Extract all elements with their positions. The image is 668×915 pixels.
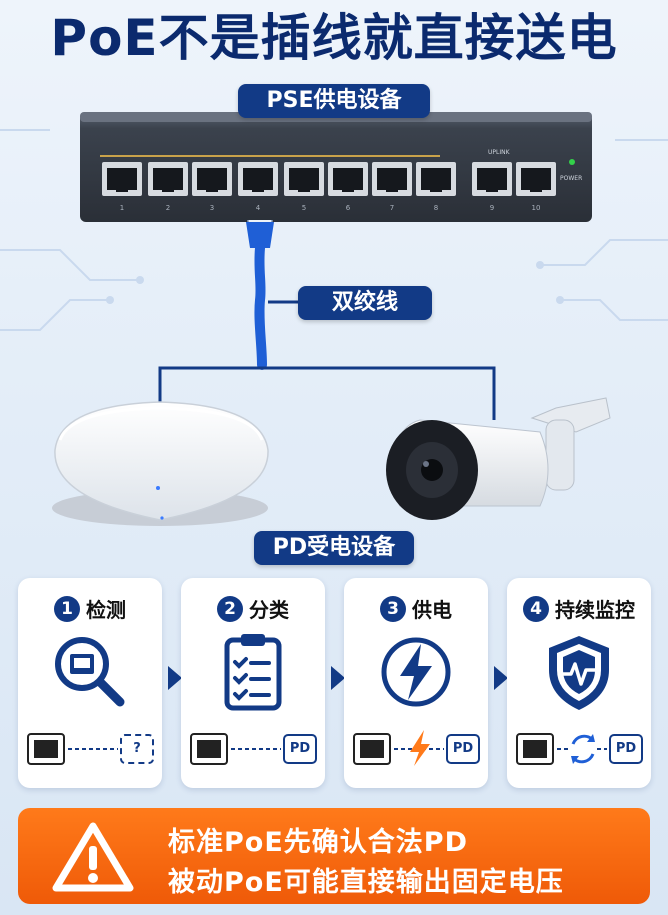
step-number: 2 [217, 595, 243, 622]
cable-label: 双绞线 [298, 286, 432, 320]
switch-port: 10 [516, 162, 556, 212]
arrow-right-icon [168, 666, 182, 690]
poe-switch: 1 2 3 4 5 6 7 8 9 10 UPLINK POWER [80, 104, 592, 228]
step-foot: ? [18, 728, 162, 768]
switch-port: 3 [192, 162, 232, 212]
magnifier-port-icon [18, 630, 162, 714]
switch-port: 2 [148, 162, 188, 212]
switch-port: 4 [238, 162, 278, 212]
port-number: 9 [490, 204, 494, 212]
power-label: POWER [560, 175, 582, 182]
port-number: 4 [256, 204, 261, 212]
port-number: 2 [166, 204, 170, 212]
port-number: 6 [346, 204, 351, 212]
port-number: 8 [434, 204, 438, 212]
page-title: PoE不是插线就直接送电 [50, 9, 618, 67]
access-point [52, 401, 269, 526]
port-number: 1 [120, 204, 124, 212]
switch-port: 8 [416, 162, 456, 212]
shield-pulse-icon [507, 630, 651, 714]
step-foot: PD [507, 728, 651, 768]
pd-badge: PD [446, 734, 480, 764]
step-foot: PD [181, 728, 325, 768]
port-number: 7 [390, 204, 394, 212]
uplink-label: UPLINK [488, 149, 511, 156]
pd-placeholder: ? [120, 734, 154, 764]
arrow-right-icon [494, 666, 508, 690]
ethernet-cable [246, 220, 274, 370]
pd-badge: PD [609, 734, 643, 764]
switch-port: 7 [372, 162, 412, 212]
step-label: 检测 [86, 598, 126, 622]
pd-badge: PD [283, 734, 317, 764]
port-number: 3 [210, 204, 214, 212]
switch-port: 1 [102, 162, 142, 212]
port-number: 10 [532, 204, 541, 212]
switch-port: 5 [284, 162, 324, 212]
warning-icon [52, 822, 134, 892]
arrow-right-icon [331, 666, 345, 690]
banner-line-2: 被动PoE可能直接输出固定电压 [168, 867, 564, 898]
devices-diagram [52, 220, 611, 526]
step-number: 1 [54, 595, 80, 622]
pse-label: PSE供电设备 [238, 84, 430, 118]
switch-port: 6 [328, 162, 368, 212]
step-foot: PD [344, 728, 488, 768]
lightning-icon [344, 630, 488, 714]
step-number: 3 [380, 595, 406, 622]
switch-port: 9 [472, 162, 512, 212]
step-label: 分类 [249, 598, 289, 622]
banner-line-1: 标准PoE先确认合法PD [168, 827, 468, 858]
clipboard-checklist-icon [181, 630, 325, 714]
pd-label: PD受电设备 [254, 531, 414, 565]
bullet-camera [386, 397, 611, 520]
step-number: 4 [523, 595, 549, 622]
warning-banner: 标准PoE先确认合法PD 被动PoE可能直接输出固定电压 [18, 808, 650, 904]
step-label: 供电 [412, 598, 452, 622]
port-number: 5 [302, 204, 306, 212]
step-label: 持续监控 [555, 598, 635, 622]
